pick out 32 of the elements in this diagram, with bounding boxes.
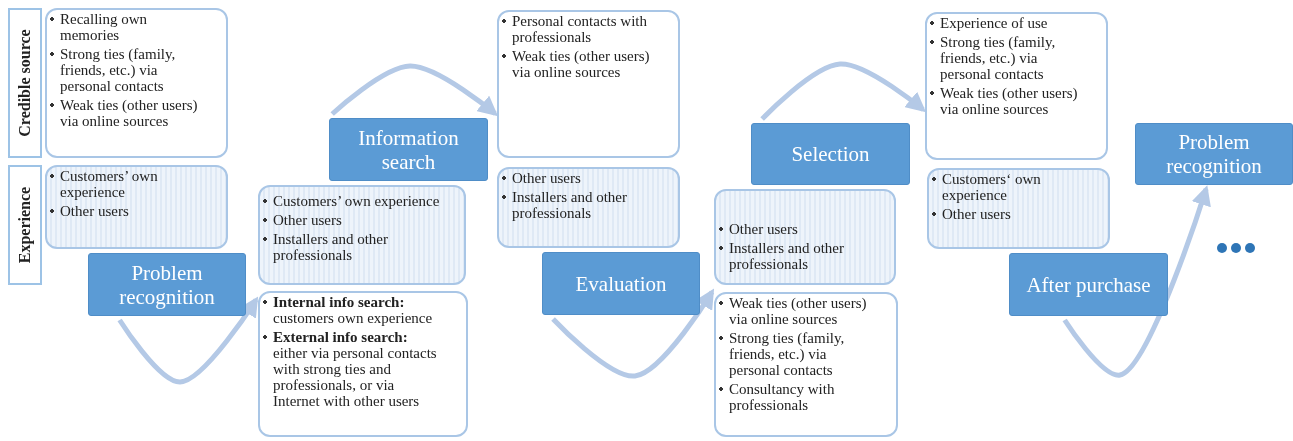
curved-arrow bbox=[551, 288, 715, 379]
row-label-box bbox=[8, 8, 42, 158]
stage-label: Evaluation bbox=[575, 271, 667, 296]
info-box bbox=[497, 10, 680, 158]
stage-label: Problem recognition bbox=[1165, 130, 1263, 178]
stage-box bbox=[329, 118, 488, 181]
stage-box bbox=[88, 253, 246, 316]
stage-box bbox=[751, 123, 910, 185]
curved-arrow bbox=[760, 61, 927, 121]
stage-box bbox=[542, 252, 700, 315]
curved-arrow bbox=[330, 63, 499, 117]
info-box bbox=[258, 291, 468, 437]
bullet-text: Customers’ own experience bbox=[263, 193, 442, 209]
info-box bbox=[714, 292, 898, 437]
row-label: Credible source bbox=[16, 29, 34, 137]
info-box bbox=[925, 12, 1108, 160]
row-label: Experience bbox=[16, 186, 34, 264]
stage-box bbox=[1135, 123, 1293, 185]
stage-label: After purchase bbox=[1026, 272, 1151, 297]
stage-label: Problem recognition bbox=[118, 260, 216, 309]
row-label-box bbox=[8, 165, 42, 285]
stage-label: Information search bbox=[357, 125, 460, 174]
info-box bbox=[45, 8, 228, 158]
curved-arrow bbox=[1062, 185, 1211, 378]
experience-box bbox=[927, 168, 1110, 249]
stage-box bbox=[1009, 253, 1168, 316]
experience-box bbox=[258, 185, 466, 285]
curved-arrow bbox=[117, 296, 259, 385]
experience-box bbox=[714, 189, 896, 285]
stage-label: Selection bbox=[791, 142, 870, 166]
experience-box bbox=[497, 167, 680, 248]
experience-box bbox=[45, 165, 228, 249]
